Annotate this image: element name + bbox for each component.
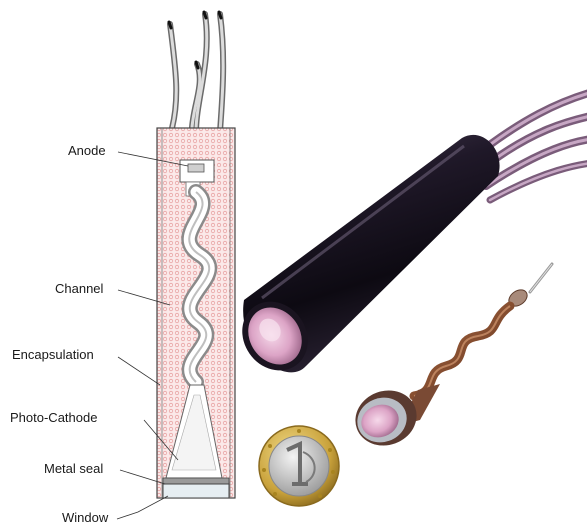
metal-seal [163, 478, 229, 484]
label-anode: Anode [68, 143, 106, 158]
packaged-cpm [229, 90, 587, 383]
label-window: Window [62, 510, 108, 525]
label-photo-cathode: Photo-Cathode [10, 410, 97, 425]
schematic [117, 12, 235, 519]
label-channel: Channel [55, 281, 103, 296]
label-metal-seal: Metal seal [44, 461, 103, 476]
coin-icon [259, 426, 339, 506]
window [163, 484, 229, 498]
label-encapsulation: Encapsulation [12, 347, 94, 362]
